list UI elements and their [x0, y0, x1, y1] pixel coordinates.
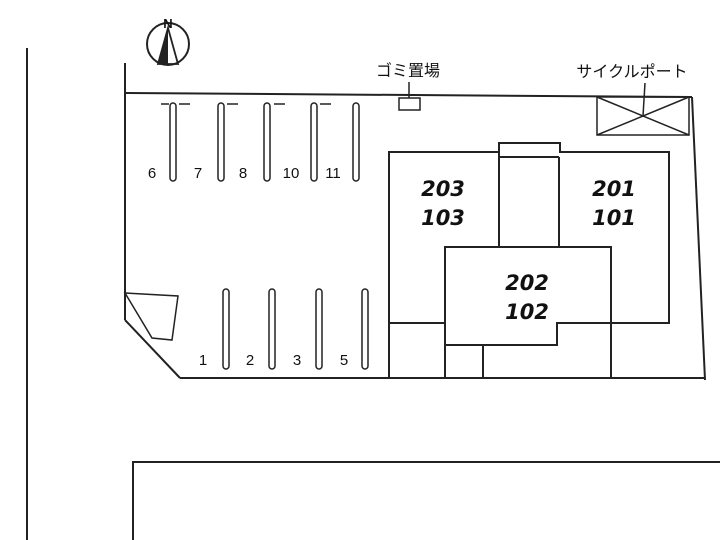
north-arrow-icon: N: [146, 16, 190, 66]
unit-203: 203: [421, 177, 465, 201]
parking-space-11: 11: [325, 165, 341, 182]
parking-space-5: 5: [340, 352, 348, 369]
south-road-edge: [132, 461, 720, 540]
unit-103: 103: [421, 206, 465, 230]
unit-101: 101: [592, 206, 636, 230]
unit-201: 201: [592, 177, 636, 201]
parking-space-7: 7: [194, 165, 202, 182]
parking-space-6: 6: [148, 165, 156, 182]
parking-space-3: 3: [293, 352, 301, 369]
upper-parking-dividers: [161, 102, 360, 182]
corner-planter: [123, 292, 179, 341]
parking-space-10: 10: [283, 165, 300, 182]
parking-space-1: 1: [199, 352, 207, 369]
unit-202: 202: [505, 271, 549, 295]
cycle-port: [596, 82, 690, 136]
garbage-station: [398, 97, 421, 111]
garbage-station-label: ゴミ置場: [376, 61, 440, 80]
lower-parking-dividers: [222, 288, 369, 370]
parking-space-8: 8: [239, 165, 247, 182]
north-label: N: [163, 16, 172, 31]
cycle-port-label: サイクルポート: [576, 63, 687, 81]
parking-space-2: 2: [246, 352, 254, 369]
site-boundary: [124, 63, 706, 381]
unit-102: 102: [505, 300, 549, 324]
apartment-building: [388, 142, 670, 378]
